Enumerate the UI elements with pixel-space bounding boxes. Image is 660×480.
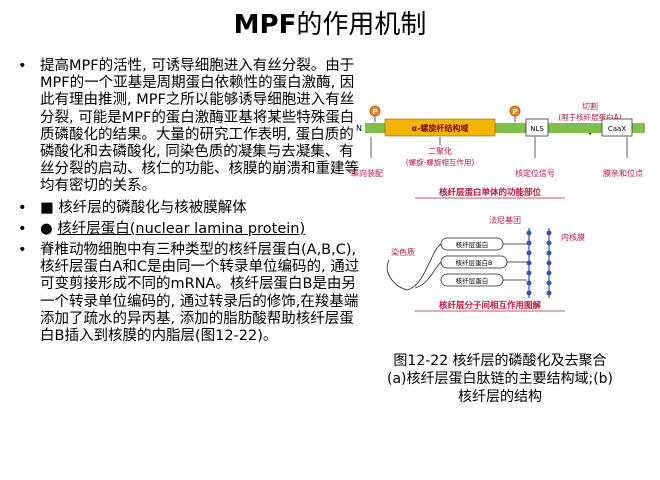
lipid-head [546, 280, 552, 286]
dimer-sub-label: (螺旋-螺旋相互作用) [406, 157, 475, 167]
bullet-item-lamina-heading: • ■ 核纤层的磷酸化与核被膜解体 [16, 200, 361, 217]
farnesyl-label: 法尼基团 [489, 215, 521, 225]
bullet-marker: • [18, 242, 27, 259]
chromatin-curve [386, 259, 408, 291]
lipid-head [546, 260, 552, 266]
caax-label: CaaX [608, 125, 626, 133]
chromatin-link [414, 261, 442, 289]
lamin-row-2: 核纤层蛋白B [440, 255, 527, 269]
bullet-marker: • [18, 199, 27, 216]
phospho-label-left: P [372, 108, 377, 116]
bullet-marker: • [18, 220, 27, 237]
longitudinal-label: 纵向装配 [351, 168, 383, 178]
dimer-label: 二聚化 [428, 146, 452, 156]
lipid-head [526, 250, 532, 256]
bullet-item-vertebrate: • 脊椎动物细胞中有三种类型的核纤层蛋白(A,B,C), 核纤层蛋白A和C是由同… [16, 242, 361, 345]
lamin-row-label: 核纤层蛋白 [456, 240, 489, 249]
page-title: MPF的作用机制 [233, 10, 427, 40]
bullet-list: • 提高MPF的活性, 可诱导细胞进入有丝分裂。由于MPF的一个亚基是周期蛋白依… [16, 58, 361, 349]
chromatin-label: 染色质 [391, 247, 415, 257]
lamin-row-1: 核纤层蛋白 [440, 237, 527, 251]
bullet-item-mpf: • 提高MPF的活性, 可诱导细胞进入有丝分裂。由于MPF的一个亚基是周期蛋白依… [16, 58, 361, 196]
figure-caption: 图12-22 核纤层的磷酸化及去聚合 (a)核纤层蛋白肽链的主要结构域;(b) … [360, 352, 640, 406]
caax-box [601, 118, 633, 137]
nls-box [525, 118, 549, 137]
caption-line: 核纤层的结构 [458, 389, 542, 405]
lipid-head [526, 260, 532, 266]
cleave-sub-label: (限于核纤层蛋白A) [558, 112, 622, 122]
lipid-head [526, 290, 532, 296]
lipid-head [526, 240, 532, 246]
lamin-row-label: 核纤层蛋白 [456, 276, 489, 285]
inner-membrane [526, 228, 552, 298]
lamin-row-label: 核纤层蛋白B [456, 258, 493, 267]
bullet-text: ■ 核纤层的磷酸化与核被膜解体 [40, 199, 247, 216]
peptide-bar [365, 123, 645, 133]
lipid-head [526, 230, 532, 236]
phospho-label-right: P [512, 108, 517, 116]
lamin-row-3: 核纤层蛋白 [440, 273, 527, 287]
lipid-head [526, 280, 532, 286]
caption-line: 图12-22 核纤层的磷酸化及去聚合 [393, 353, 607, 369]
chromatin-link [406, 243, 442, 291]
caption-line: (a)核纤层蛋白肽链的主要结构域;(b) [386, 371, 614, 387]
nls-label: NLS [530, 125, 544, 133]
bullet-text: 核纤层蛋白(nuclear lamina protein) [57, 220, 306, 237]
lamina-figure: 切割 (限于核纤层蛋白A) P P N α-螺旋杆结构域 NLS CaaX 二聚… [351, 101, 645, 312]
bullet-marker: • [18, 58, 27, 74]
lipid-head [546, 230, 552, 236]
bullet-text: 提高MPF的活性, 可诱导细胞进入有丝分裂。由于MPF的一个亚基是周期蛋白依赖性… [40, 58, 359, 195]
rod-domain-box [384, 118, 496, 137]
inner-membrane-label: 内核膜 [561, 232, 585, 242]
rod-domain-label: α-螺旋杆结构域 [412, 123, 469, 133]
caax-desc-label: 膜亲和位点 [603, 168, 643, 178]
lipid-head [526, 270, 532, 276]
lipid-head [546, 240, 552, 246]
nls-desc-label: 核定位信号 [515, 168, 555, 178]
bullet-text: 脊椎动物细胞中有三种类型的核纤层蛋白(A,B,C), 核纤层蛋白A和C是由同一个… [40, 242, 360, 345]
lipid-head [546, 290, 552, 296]
lipid-head [546, 270, 552, 276]
bullet-item-lamina-protein: • ● 核纤层蛋白(nuclear lamina protein) [16, 221, 361, 238]
panel-b-title: 核纤层分子间相互作用图解 [439, 300, 542, 311]
bullet-prefix: ● [40, 220, 58, 237]
n-terminus-label: N [356, 124, 362, 133]
cleave-label: 切割 [582, 101, 598, 111]
lipid-head [546, 250, 552, 256]
panel-a-title: 核纤层蛋白单体的功能部位 [439, 187, 542, 198]
